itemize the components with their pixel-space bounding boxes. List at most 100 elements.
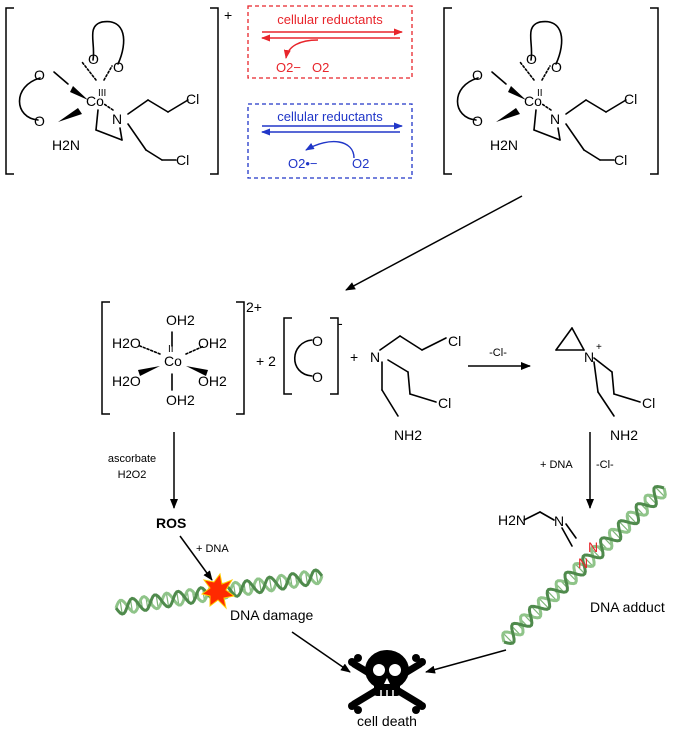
dna-base-pair (155, 594, 159, 609)
dna-base-pair (165, 593, 170, 607)
dna-base-pair (546, 590, 558, 602)
atom-oxygen: O (88, 51, 99, 67)
dna-helix (501, 484, 667, 646)
atom-nitrogen: N (370, 349, 380, 365)
atom-nitrogen: N (584, 349, 594, 365)
water-ligand: OH2 (166, 392, 195, 408)
curved-arrow (283, 39, 319, 59)
dna-base-pair (582, 555, 594, 567)
reagent-ascorbate: ascorbate (108, 453, 156, 465)
ros-label: ROS (156, 515, 186, 531)
dna-damage-label: DNA damage (230, 607, 313, 623)
curved-arrow (305, 140, 355, 159)
ros-dna-arrow (179, 535, 213, 581)
water-ligand: H2O (112, 373, 141, 389)
oxygen-label: O2 (352, 156, 369, 171)
amine-group: NH2 (610, 427, 638, 443)
atom-oxygen: O (551, 59, 562, 75)
dna-base-pair (268, 577, 273, 591)
nitrogen-mustard: N Cl Cl NH2 (370, 333, 461, 443)
atom-chlorine: Cl (448, 333, 461, 349)
water-ligand: OH2 (198, 373, 227, 389)
chloride-loss-label: -Cl- (596, 459, 614, 471)
atom-chlorine: Cl (186, 91, 199, 107)
dna-base-pair (530, 605, 542, 617)
amine-group: H2N (490, 137, 518, 153)
cell-death-label: cell death (357, 713, 417, 729)
metal-cobalt: Co (164, 353, 182, 369)
cobalt-iii-complex: + O O O O Co III N Cl Cl H2N (5, 7, 232, 175)
right-bracket (330, 317, 339, 395)
damage-burst-icon (200, 572, 236, 610)
cobalt-ii-complex: O O O O Co II N Cl Cl H2N (443, 7, 659, 175)
atom-oxygen: O (34, 113, 45, 129)
oxidation-state: II (537, 88, 543, 99)
dna-base-pair (626, 513, 638, 525)
dna-reagent-label: + DNA (540, 459, 573, 471)
oxygen-label: O2 (312, 60, 329, 75)
dna-base-pair (119, 600, 123, 615)
water-ligand: OH2 (198, 335, 227, 351)
bond (101, 20, 125, 65)
left-bracket (5, 7, 14, 175)
dna-base-pair (258, 578, 262, 593)
water-ligand: OH2 (166, 312, 195, 328)
amine-group: H2N (498, 512, 526, 528)
aziridinium-charge: + (596, 342, 602, 353)
dissociation-arrow (345, 195, 523, 291)
skull-and-crossbones-icon (348, 650, 426, 714)
reagent-peroxide: H2O2 (118, 469, 147, 481)
left-bracket (283, 317, 292, 395)
atom-chlorine: Cl (438, 395, 451, 411)
oxidation-state: II (168, 344, 174, 355)
atom-oxygen: O (312, 333, 323, 349)
chloride-loss-label: -Cl- (489, 347, 507, 359)
dashed-box (247, 5, 413, 79)
ligand-anion: - O O (283, 315, 343, 395)
atom-oxygen: O (312, 369, 323, 385)
oxidation-state: III (98, 88, 106, 99)
dna-base-pair (654, 486, 666, 498)
atom-oxygen: O (526, 51, 537, 67)
adduct-to-death-arrow (425, 649, 507, 674)
complex-charge: + (224, 7, 232, 23)
atom-oxygen: O (472, 113, 483, 129)
redox-box-red: cellular reductants O2− O2 (247, 5, 413, 79)
amine-group: H2N (52, 137, 80, 153)
atom-chlorine: Cl (614, 152, 627, 168)
dna-reagent-label: + DNA (196, 543, 229, 555)
amine-group: NH2 (394, 427, 422, 443)
redox-box-blue: cellular reductants O2•− O2 (247, 103, 413, 179)
atom-chlorine: Cl (176, 152, 189, 168)
dna-base-pair (618, 521, 630, 532)
plus-sign: + (350, 349, 358, 365)
reductants-label: cellular reductants (277, 109, 383, 124)
atom-oxygen: O (113, 59, 124, 75)
atom-nitrogen: N (588, 539, 598, 555)
right-bracket (236, 301, 245, 415)
dna-adduct-label: DNA adduct (590, 599, 665, 615)
bond (91, 21, 103, 61)
dna-base-pair (502, 632, 514, 644)
wedge-bond (58, 108, 82, 122)
water-ligand: H2O (112, 335, 141, 351)
hexaaqua-cobalt: 2+ OH2 H2O OH2 H2O OH2 OH2 Co II (101, 299, 262, 415)
right-bracket (210, 7, 219, 175)
complex-charge: 2+ (246, 299, 262, 315)
left-bracket (101, 301, 110, 415)
atom-chlorine: Cl (624, 91, 637, 107)
dna-base-pair (279, 575, 283, 590)
dna-base-pair (538, 598, 550, 609)
aziridinium-ion: N + Cl NH2 (555, 327, 655, 443)
coefficient: + 2 (256, 353, 276, 369)
damage-to-death-arrow (291, 631, 351, 673)
superoxide-label: O2− (276, 60, 301, 75)
wedge-bond (70, 86, 88, 100)
atom-nitrogen: N (578, 555, 588, 571)
superoxide-label: O2•− (288, 156, 318, 171)
reductants-label: cellular reductants (277, 12, 383, 27)
anion-charge: - (338, 315, 343, 331)
dna-base-pair (176, 591, 180, 606)
dna-strand (503, 484, 665, 646)
